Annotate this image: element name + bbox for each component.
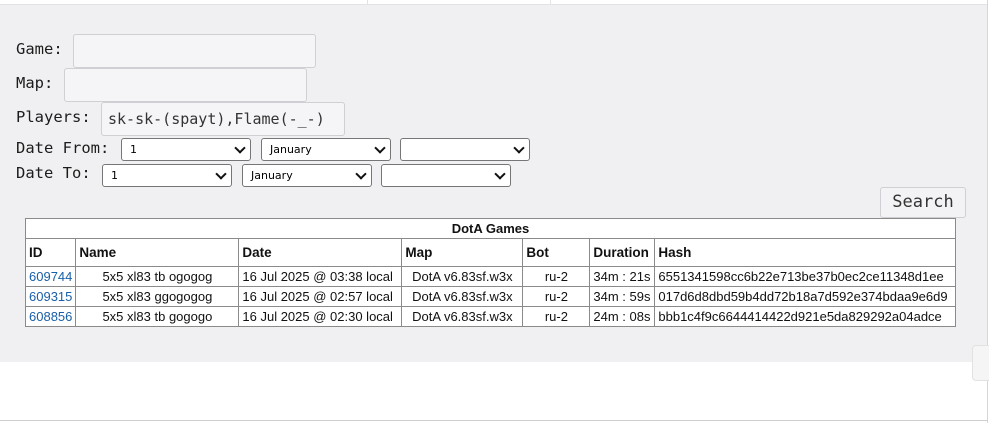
table-title: DotA Games bbox=[25, 218, 956, 239]
date-to-month-value: January bbox=[251, 169, 293, 182]
column-header-duration: Duration bbox=[589, 238, 656, 267]
cell-bot: ru-2 bbox=[522, 266, 591, 287]
cell-id[interactable]: 609744 bbox=[24, 266, 77, 287]
date-to-day-value: 1 bbox=[111, 169, 118, 182]
cell-map: DotA v6.83sf.w3x bbox=[401, 306, 524, 327]
date-to-label: Date To: bbox=[16, 164, 91, 182]
table-row: 608856 5x5 xl83 tb gogogo 16 Jul 2025 @ … bbox=[24, 306, 956, 327]
column-header-bot: Bot bbox=[522, 238, 591, 267]
map-input[interactable] bbox=[64, 68, 307, 102]
games-table: DotA Games ID Name Date Map Bot Duration… bbox=[24, 218, 956, 327]
game-id-link[interactable]: 609744 bbox=[29, 269, 73, 284]
date-from-month-select[interactable]: January bbox=[261, 138, 391, 161]
date-from-day-select[interactable]: 1 bbox=[121, 138, 251, 161]
column-header-id: ID bbox=[24, 238, 77, 267]
players-input[interactable] bbox=[101, 102, 345, 136]
chevron-down-icon bbox=[355, 168, 367, 180]
cell-id[interactable]: 608856 bbox=[24, 306, 77, 327]
cell-name: 5x5 xl83 tb gogogo bbox=[75, 306, 240, 327]
page-divider bbox=[0, 420, 988, 421]
column-header-hash: Hash bbox=[654, 238, 956, 267]
game-id-link[interactable]: 609315 bbox=[29, 289, 73, 304]
cell-hash: 6551341598cc6b22e713be37b0ec2ce11348d1ee bbox=[654, 266, 956, 287]
cell-name: 5x5 xl83 ggogogog bbox=[75, 286, 240, 307]
cell-date: 16 Jul 2025 @ 02:30 local bbox=[238, 306, 403, 327]
chevron-down-icon bbox=[215, 168, 227, 180]
date-from-year-select[interactable] bbox=[400, 138, 530, 161]
cell-duration: 34m : 21s bbox=[589, 266, 656, 287]
game-label: Game: bbox=[16, 40, 63, 58]
cell-hash: 017d6d8dbd59b4dd72b18a7d592e374bdaa9e6d9 bbox=[654, 286, 956, 307]
cell-name: 5x5 xl83 tb ogogog bbox=[75, 266, 240, 287]
cell-bot: ru-2 bbox=[522, 286, 591, 307]
map-label: Map: bbox=[16, 74, 54, 92]
side-scroll-widget[interactable] bbox=[972, 345, 989, 381]
game-input[interactable] bbox=[73, 34, 316, 68]
date-from-month-value: January bbox=[270, 143, 312, 156]
cell-duration: 34m : 59s bbox=[589, 286, 656, 307]
cell-duration: 24m : 08s bbox=[589, 306, 656, 327]
table-row: 609744 5x5 xl83 tb ogogog 16 Jul 2025 @ … bbox=[24, 266, 956, 287]
cell-id[interactable]: 609315 bbox=[24, 286, 77, 307]
chevron-down-icon bbox=[494, 168, 506, 180]
column-header-date: Date bbox=[238, 238, 403, 267]
cell-hash: bbb1c4f9c6644414422d921e5da829292a04adce bbox=[654, 306, 956, 327]
cell-date: 16 Jul 2025 @ 03:38 local bbox=[238, 266, 403, 287]
table-title-row: DotA Games bbox=[25, 218, 956, 239]
cell-bot: ru-2 bbox=[522, 306, 591, 327]
date-to-year-select[interactable] bbox=[381, 164, 511, 187]
table-row: 609315 5x5 xl83 ggogogog 16 Jul 2025 @ 0… bbox=[24, 286, 956, 307]
date-to-month-select[interactable]: January bbox=[242, 164, 372, 187]
window-edge bbox=[987, 0, 988, 423]
chevron-down-icon bbox=[374, 142, 386, 154]
date-to-day-select[interactable]: 1 bbox=[102, 164, 232, 187]
date-from-day-value: 1 bbox=[130, 143, 137, 156]
search-button[interactable]: Search bbox=[880, 187, 966, 218]
column-header-map: Map bbox=[401, 238, 524, 267]
top-strip bbox=[0, 0, 988, 5]
chevron-down-icon bbox=[513, 142, 525, 154]
table-header-row: ID Name Date Map Bot Duration Hash bbox=[24, 238, 956, 267]
date-from-label: Date From: bbox=[16, 139, 110, 157]
cell-map: DotA v6.83sf.w3x bbox=[401, 286, 524, 307]
players-label: Players: bbox=[16, 108, 91, 126]
game-id-link[interactable]: 608856 bbox=[29, 309, 73, 324]
chevron-down-icon bbox=[234, 142, 246, 154]
column-header-name: Name bbox=[75, 238, 240, 267]
cell-map: DotA v6.83sf.w3x bbox=[401, 266, 524, 287]
cell-date: 16 Jul 2025 @ 02:57 local bbox=[238, 286, 403, 307]
